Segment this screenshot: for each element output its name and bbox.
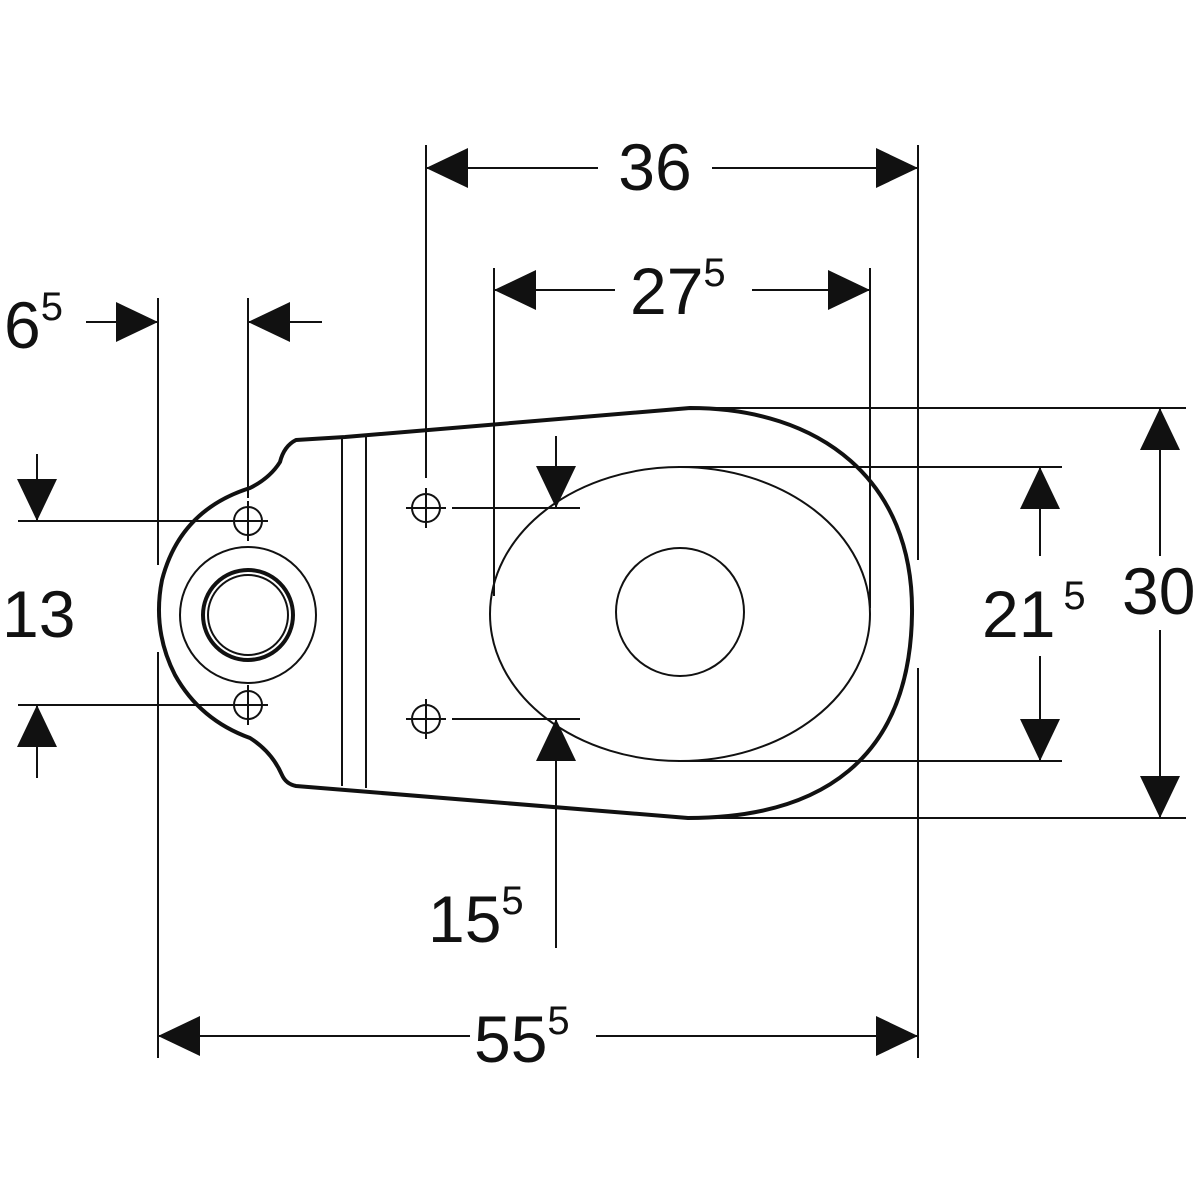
- extension-lines: [18, 145, 1186, 1058]
- seat-fixing-hole-bottom: [406, 699, 446, 739]
- dimension-overall-length: 555: [158, 999, 918, 1076]
- outlet-inner-ring: [201, 568, 295, 662]
- seat-hole-spacing-label: 155: [428, 879, 524, 956]
- pan-body-outline: [156, 406, 915, 820]
- overall-length-label: 555: [474, 999, 570, 1076]
- dimension-floor-fixing-offset: 65: [4, 285, 322, 362]
- bowl-opening-outline: [489, 466, 871, 762]
- overall-width-label: 30: [1122, 554, 1195, 628]
- dimension-seat-hole-spacing: 155: [428, 436, 576, 956]
- pan-outline: [156, 406, 915, 820]
- floor-fixing-offset-label: 65: [4, 285, 63, 362]
- seat-fixing-spacing-label: 36: [618, 130, 691, 204]
- bowl-drain-outline: [615, 547, 745, 677]
- dimension-bowl-opening-length: 275: [494, 251, 870, 328]
- dimension-seat-fixing-spacing: 36: [426, 130, 918, 204]
- floor-fixing-spacing-label: 13: [2, 577, 75, 651]
- dimension-overall-width: 30: [1122, 408, 1195, 818]
- outlet-outer-ring: [179, 546, 317, 684]
- fixing-holes: [228, 488, 446, 739]
- outlet-core-ring: [207, 574, 289, 656]
- dimension-floor-fixing-spacing: 13: [2, 454, 75, 778]
- seat-fixing-hole-top: [406, 488, 446, 528]
- bowl-opening-length-label: 275: [630, 251, 726, 328]
